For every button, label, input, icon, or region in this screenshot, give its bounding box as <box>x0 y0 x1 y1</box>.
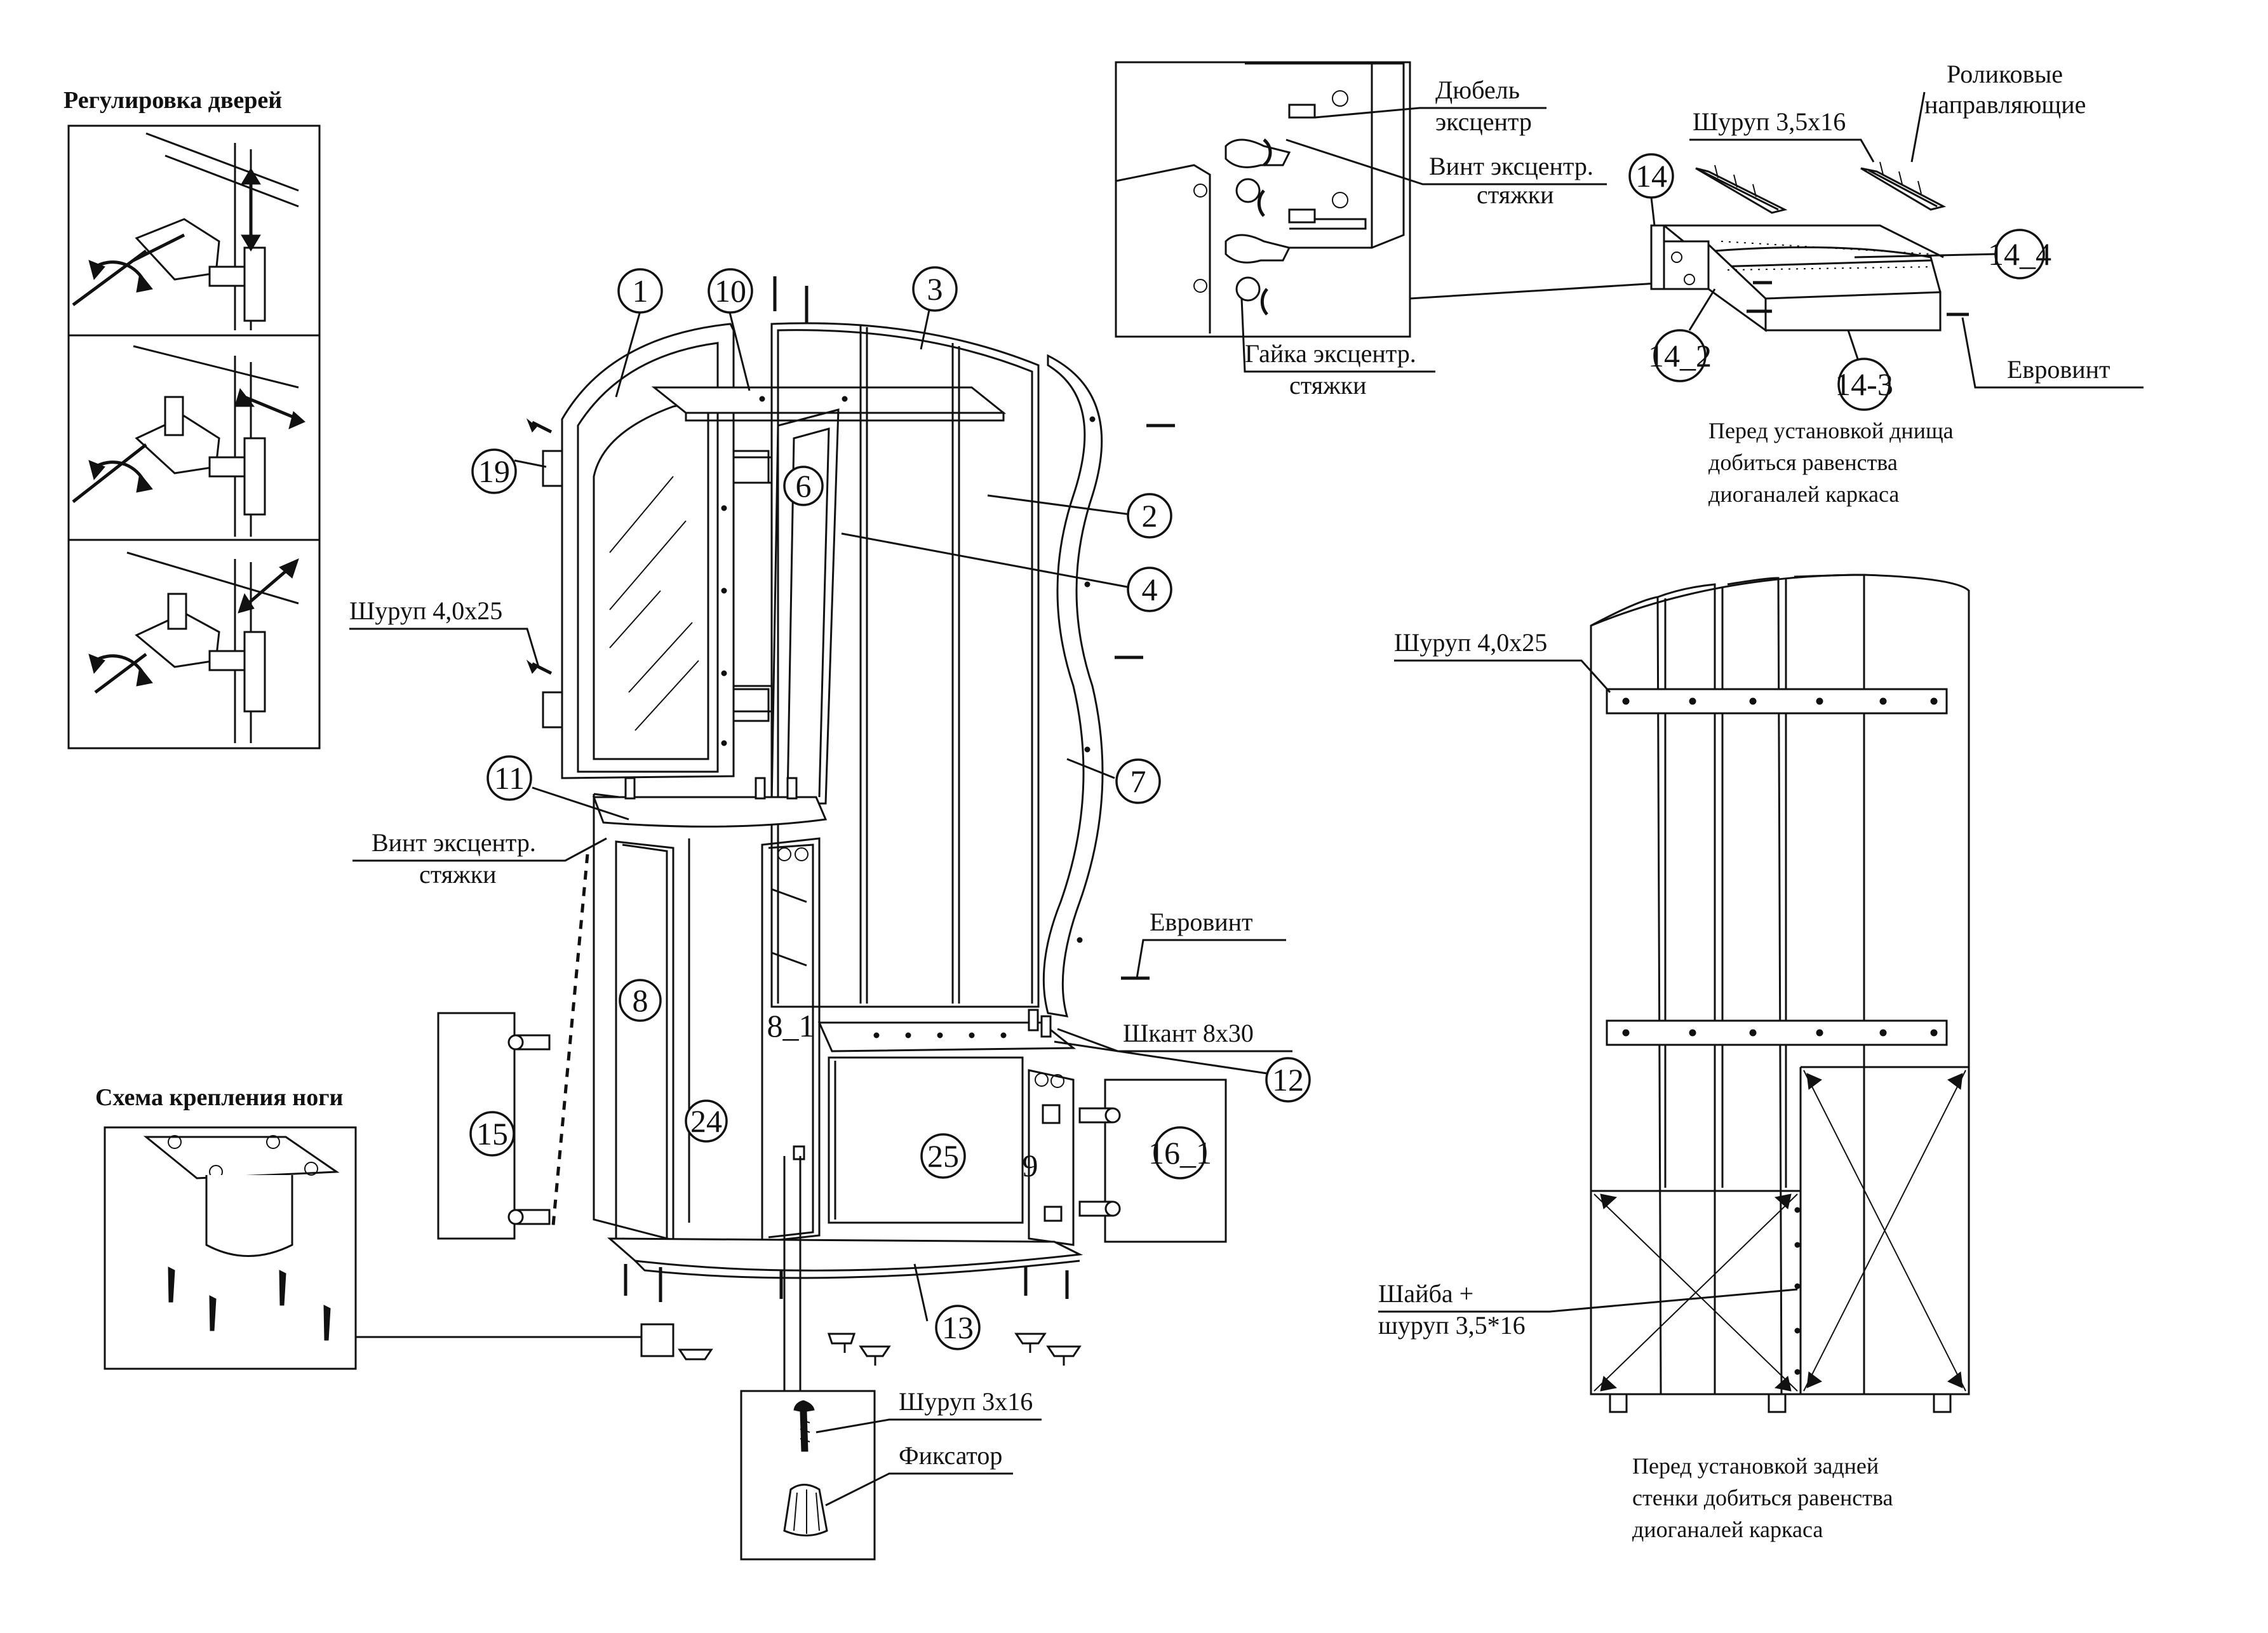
part-number: 12 <box>1272 1062 1304 1098</box>
part-6-door <box>734 408 840 805</box>
part-number: 8 <box>633 983 648 1018</box>
part-number: 6 <box>796 468 812 504</box>
drawer-note-line: Перед установкой днища <box>1708 418 1954 443</box>
part-number: 19 <box>478 454 510 489</box>
part-16_1-side <box>1078 1079 1227 1243</box>
washer-label-1: Шайба + <box>1378 1279 1473 1308</box>
leg-scheme-panel: Схема крепления ноги <box>95 1084 674 1370</box>
part-number: 1 <box>633 273 648 309</box>
part-number: 8_1 <box>767 1008 815 1044</box>
part-number: 2 <box>1142 498 1158 534</box>
screw-3_5x16-label: Шуруп 3,5х16 <box>1693 107 1846 136</box>
dowel-cam-label-1: Дюбель <box>1435 76 1520 104</box>
part-number: 24 <box>690 1103 722 1139</box>
screw-4x25-label-right: Шуруп 4,0х25 <box>1394 628 1547 657</box>
back-note-line: диоганалей каркаса <box>1632 1517 1823 1542</box>
back-note-line: стенки добиться равенства <box>1632 1485 1893 1510</box>
part-number: 7 <box>1131 763 1146 799</box>
leg-scheme-heading: Схема крепления ноги <box>95 1084 343 1111</box>
part-number: 25 <box>927 1138 959 1174</box>
door-adjust-panel: Регулировка дверей <box>64 87 321 749</box>
part-number: 3 <box>927 271 943 307</box>
washer-label-2: шуруп 3,5*16 <box>1378 1311 1526 1340</box>
eurovint-label: Евровинт <box>1150 908 1253 936</box>
main-exploded-view: 1 10 3 2 4 6 7 19 11 8 8_1 24 15 25 9 16… <box>349 266 1311 1391</box>
callouts-main: Шуруп 4,0х25 Винт эксцентр. стяжки Евров… <box>349 596 1292 1052</box>
screws-top-left <box>526 418 553 675</box>
cam-screw-label-2: стяжки <box>419 860 497 889</box>
dashed-screw-line <box>551 854 589 1233</box>
dowel-cam-label-2: эксцентр <box>1435 107 1532 136</box>
drawer-assembly: Шуруп 3,5х16 Роликовые направляющие 14 1… <box>1628 60 2144 507</box>
hinge-adjust-horizontal <box>72 345 305 537</box>
part-number: 10 <box>715 273 746 309</box>
drawer-note-line: диоганалей каркаса <box>1708 481 1899 507</box>
cam-nut-label-2: стяжки <box>1289 371 1367 400</box>
leaders <box>514 288 1268 1391</box>
cam-screw-top-label-1: Винт эксцентр. <box>1429 152 1594 180</box>
feet <box>643 1323 1082 1366</box>
dowel-8x30-label: Шкант 8х30 <box>1123 1019 1254 1047</box>
part-number: 14_2 <box>1648 338 1712 373</box>
part-3-body <box>770 322 1040 1008</box>
roller-guides-label-1: Роликовые <box>1947 60 2063 88</box>
hinge-adjust-depth <box>88 551 299 743</box>
eurovint-drawer-label: Евровинт <box>2007 355 2110 384</box>
back-view: Шуруп 4,0х25 Шайба + шуруп 3,5*16 Перед … <box>1378 574 1970 1542</box>
part-number: 4 <box>1142 572 1158 607</box>
back-note: Перед установкой задней стенки добиться … <box>1632 1453 1899 1542</box>
part-number: 11 <box>494 760 525 796</box>
part-13-plinth <box>607 1237 1084 1302</box>
hinge-adjust-vertical <box>72 132 299 330</box>
part-8-door <box>615 840 674 1249</box>
fixator-label: Фиксатор <box>899 1441 1002 1470</box>
part-10-top-shelf <box>651 276 1007 422</box>
part-9-door <box>1028 1069 1075 1246</box>
part-bubbles: 1 10 3 2 4 6 7 19 11 8 8_1 24 15 25 9 16… <box>469 266 1311 1350</box>
part-number: 9 <box>1023 1148 1038 1183</box>
part-number: 16_1 <box>1148 1135 1212 1171</box>
roller-guides-label-2: направляющие <box>1924 90 2086 119</box>
cam-nut-label-1: Гайка эксцентр. <box>1245 339 1416 368</box>
fixator-detail: Шуруп 3х16 Фиксатор <box>740 1387 1042 1561</box>
drawer-note-line: добиться равенства <box>1708 450 1898 475</box>
part-number: 13 <box>942 1310 974 1345</box>
door-hinges <box>542 450 770 729</box>
part-number: 15 <box>476 1116 508 1152</box>
cam-screw-label-1: Винт эксцентр. <box>372 828 536 857</box>
part-number: 14-3 <box>1835 366 1893 402</box>
door-adjust-heading: Регулировка дверей <box>64 87 282 114</box>
part-number: 14_4 <box>1988 236 2051 272</box>
drawer-note: Перед установкой днища добиться равенств… <box>1708 418 1959 507</box>
screw-3x16-label: Шуруп 3х16 <box>899 1387 1033 1416</box>
screws-right-side <box>1115 424 1175 980</box>
screw-4x25-label-left: Шуруп 4,0х25 <box>349 596 502 625</box>
part-7-side-panel <box>1042 354 1104 1018</box>
part-number: 14 <box>1635 158 1667 194</box>
part-25-panel <box>828 1056 1024 1224</box>
part-15-side <box>437 1012 551 1240</box>
part-24-panel <box>593 793 690 1243</box>
part-12-shelf <box>817 1009 1077 1052</box>
back-note-line: Перед установкой задней <box>1632 1453 1879 1479</box>
cam-detail-panel: Дюбель эксцентр Винт эксцентр. стяжки Га… <box>1115 61 1668 400</box>
part-11-middle-shelf <box>592 777 828 828</box>
part-8_1-door <box>761 837 821 1243</box>
